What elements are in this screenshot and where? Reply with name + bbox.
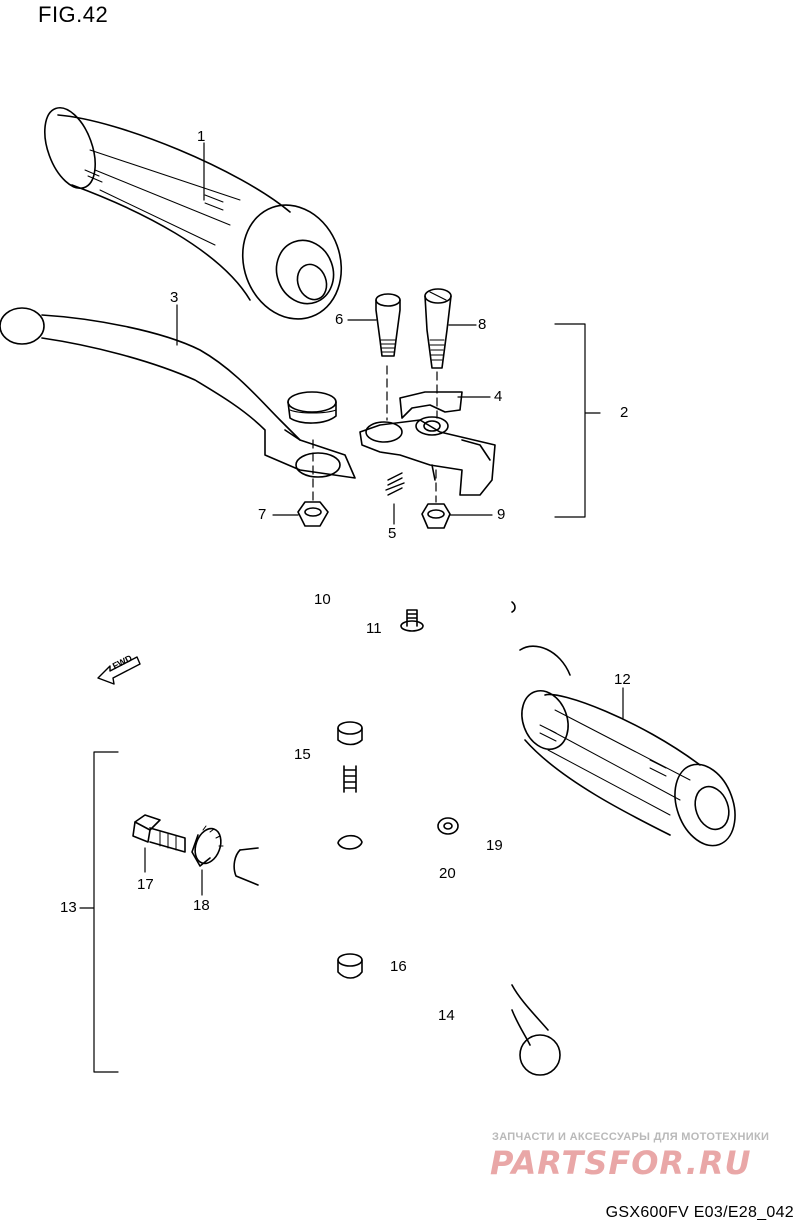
part-label-18: 18 xyxy=(193,897,210,914)
brake-lever-part-14 xyxy=(511,984,561,1076)
part-label-17: 17 xyxy=(137,876,154,893)
part-label-2: 2 xyxy=(620,404,629,421)
part-label-19: 19 xyxy=(486,837,503,854)
left-grip-part-1 xyxy=(44,107,343,320)
washer-part-19 xyxy=(437,817,459,835)
right-grip-part-12 xyxy=(519,645,736,847)
part-label-3: 3 xyxy=(170,289,179,306)
watermark-caption: ЗАПЧАСТИ И АКСЕССУАРЫ ДЛЯ МОТОТЕХНИКИ xyxy=(492,1131,770,1143)
bracket-part-2 xyxy=(554,323,601,518)
part-label-14: 14 xyxy=(438,1007,455,1024)
screw-part-15 xyxy=(337,721,363,793)
part-label-13: 13 xyxy=(60,899,77,916)
part-label-8: 8 xyxy=(478,316,487,333)
bracket-part-13 xyxy=(79,751,119,1073)
watermark-logo: PARTSFOR.RU xyxy=(490,1144,752,1182)
lever-holder-part-4 xyxy=(359,391,496,496)
screw-part-8 xyxy=(424,288,452,369)
figure-code: GSX600FV E03/E28_042 xyxy=(605,1204,794,1221)
fwd-arrow-icon xyxy=(97,656,141,685)
clutch-lever-part-3 xyxy=(0,307,356,479)
locknut-part-18 xyxy=(191,825,224,867)
part-label-4: 4 xyxy=(494,388,503,405)
part-label-7: 7 xyxy=(258,506,267,523)
part-label-1: 1 xyxy=(197,128,206,145)
part-label-16: 16 xyxy=(390,958,407,975)
part-label-15: 15 xyxy=(294,746,311,763)
part-label-9: 9 xyxy=(497,506,506,523)
adjuster-part-17 xyxy=(132,814,186,853)
pivot-bolt-part-6 xyxy=(375,293,401,357)
part-label-20: 20 xyxy=(439,865,456,882)
part-label-10: 10 xyxy=(314,591,331,608)
part-label-12: 12 xyxy=(614,671,631,688)
part-label-11: 11 xyxy=(366,620,382,637)
part-label-5: 5 xyxy=(388,525,397,542)
nut-part-9 xyxy=(421,503,451,529)
screw-part-11 xyxy=(400,609,424,632)
nut-part-7 xyxy=(297,501,329,527)
spring-part-5 xyxy=(385,472,405,496)
clip-part-20 xyxy=(337,834,363,850)
figure-title: FIG.42 xyxy=(38,2,109,27)
part-label-6: 6 xyxy=(335,311,344,328)
collar-part-16 xyxy=(337,953,363,979)
